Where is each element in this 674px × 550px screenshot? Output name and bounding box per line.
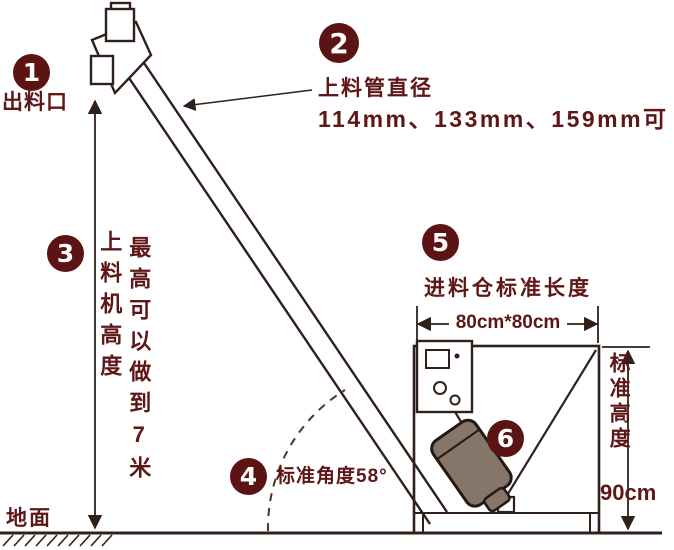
- angle-arc: [266, 389, 346, 532]
- badge-5: 5: [422, 224, 459, 261]
- panel-button: [449, 394, 461, 406]
- discharge-outlet: [89, 54, 115, 86]
- hopper-length-title: 进料仓标准长度: [424, 277, 592, 300]
- standard-height-label: 标准高度: [607, 352, 631, 452]
- discharge-head: [89, 1, 153, 96]
- panel-display: [425, 349, 450, 369]
- panel-indicator: [454, 353, 460, 359]
- panel-knob: [433, 381, 447, 395]
- hopper-length-value: 80cm*80cm: [455, 312, 561, 333]
- standard-height-value: 90cm: [600, 480, 657, 505]
- badge-4: 4: [230, 458, 267, 495]
- hopper-width-dimension: [416, 306, 599, 343]
- badge-2: 2: [319, 23, 359, 63]
- conveyor-tube: [124, 59, 448, 525]
- feeder-height-label: 上料机高度: [97, 230, 123, 385]
- ground-hatch: [2, 534, 113, 547]
- drive-motor: [104, 7, 136, 43]
- pipe-diameter-title: 上料管直径: [318, 77, 433, 100]
- badge-1: 1: [13, 54, 50, 91]
- control-panel: [415, 339, 474, 414]
- feeder-height-note: 最高可以做到7米: [126, 236, 152, 487]
- pipe-diameter-options: 114mm、133mm、159mm可: [318, 106, 669, 132]
- leader-line-pipe: [182, 89, 313, 111]
- right-height-dimension: [602, 346, 650, 531]
- outlet-label: 出料口: [2, 91, 68, 114]
- badge-6: 6: [487, 420, 524, 457]
- badge-3: 3: [47, 235, 84, 272]
- angle-label: 标准角度58°: [276, 466, 388, 487]
- ground-label: 地面: [6, 507, 52, 530]
- feed-motor: [430, 418, 513, 513]
